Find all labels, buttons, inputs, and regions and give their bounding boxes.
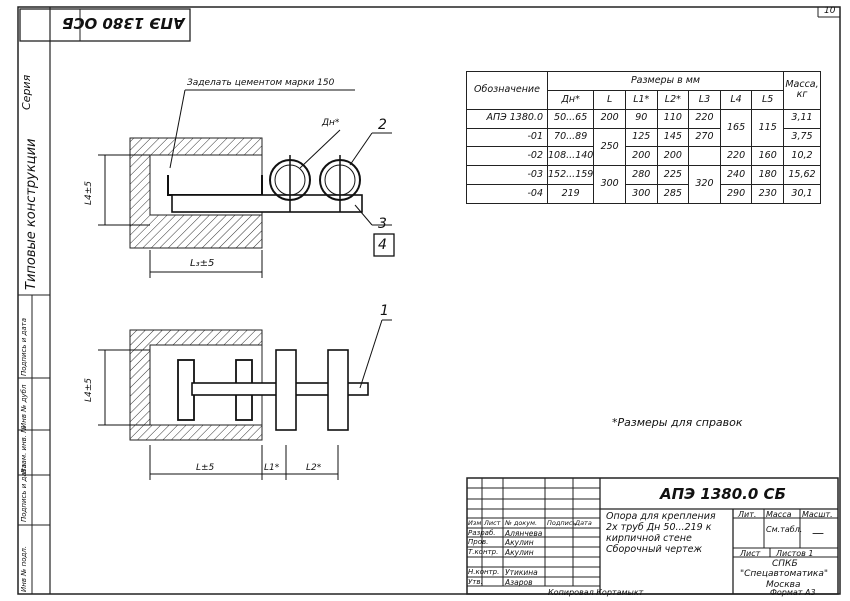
role-razrab: Разраб. <box>468 529 496 537</box>
callout-3: 3 <box>378 216 387 232</box>
org-line-2: "Спецавтоматика" <box>740 569 829 579</box>
dim-l: L±5 <box>196 463 215 473</box>
hdr-doc: № докум. <box>505 519 538 527</box>
role-nkontr: Н.контр. <box>468 568 500 576</box>
title-line-4: Сборочный чертеж <box>606 544 703 555</box>
col-mass: Масса, кг <box>783 71 821 110</box>
dimensions-table: Обозначение Размеры в мм Масса, кг Дн* L… <box>466 71 821 204</box>
name-nkontr: Утикина <box>505 568 538 577</box>
mass-value: См.табл. <box>766 525 803 534</box>
col-lit: Лит. <box>738 510 757 519</box>
typical-label: Типовые конструкции <box>24 138 39 290</box>
sheet-label: Лист <box>740 549 761 558</box>
col-l: L <box>593 89 626 110</box>
col-mass-tb: Масса <box>766 510 792 519</box>
name-razrab: Алянчева <box>505 529 543 538</box>
title-line-1: Опора для крепления <box>606 511 716 522</box>
callout-2: 2 <box>378 117 387 133</box>
hdr-list: Лист <box>484 519 501 527</box>
callout-4: 4 <box>378 237 387 253</box>
col-dn: Дн* <box>546 89 595 110</box>
title-line-3: кирпичной стене <box>606 533 692 544</box>
table-row: -01 70...89 250 125 145 270 3,75 <box>466 127 821 167</box>
group-header: Размеры в мм <box>547 71 784 91</box>
title-block-grid <box>466 477 839 595</box>
sheets-label: Листов 1 <box>776 549 814 558</box>
replace-inv-label: Взам. инв. № <box>20 425 28 473</box>
title-line-2: 2х труб Дн 50...219 к <box>606 522 712 533</box>
name-utv: Азаров <box>505 578 533 587</box>
note-cement: Заделать цементом марки 150 <box>187 78 335 88</box>
table-row: -03 152...159 300 280 225 320 240 180 15… <box>466 165 821 204</box>
dim-l1: L1* <box>264 463 280 473</box>
col-l4: L4 <box>719 89 753 110</box>
sheet-number: 10 <box>824 6 836 16</box>
hdr-date: Дата <box>575 519 592 527</box>
col-l2: L2* <box>656 89 690 110</box>
col-l5: L5 <box>751 89 784 110</box>
note-reference: *Размеры для справок <box>612 416 743 429</box>
inv-dubl-label: Инв № дубл <box>20 384 28 428</box>
hdr-izm: Изм <box>468 519 482 527</box>
inv-orig-label: Инв № подл. <box>20 545 28 592</box>
doc-code: АПЭ 1380.0 СБ <box>660 485 786 503</box>
dim-l2: L2* <box>306 463 322 473</box>
label-dn: Дн* <box>322 118 340 128</box>
table-row: -04 219 300 285 290 230 30,1 <box>466 184 821 204</box>
role-tkontr: Т.контр. <box>468 548 499 556</box>
name-prov: Акулин <box>505 538 534 547</box>
hdr-sign: Подпись <box>547 519 577 527</box>
col-l1: L1* <box>624 89 658 110</box>
series-label: Серия <box>20 74 33 110</box>
col-l3: L3 <box>688 89 721 110</box>
format-label: Формат А3 <box>770 588 816 597</box>
org-line-3: Москва <box>766 580 801 590</box>
scale-value: — <box>812 526 824 540</box>
role-prov: Пров. <box>468 538 489 546</box>
org-line-1: СПКБ <box>772 559 798 569</box>
dim-l4-top: L4±5 <box>84 180 94 205</box>
name-tkontr: Акулин <box>505 548 534 557</box>
table-row: -02 108...140 200 200 220 160 10,2 <box>466 146 821 167</box>
bottom-view <box>98 319 392 480</box>
table-row: АПЭ 1380.0 50...65 200 90 110 220 165 11… <box>466 108 821 148</box>
stamp-code: АПЭ 1380 ОСБ <box>62 14 185 32</box>
copied-by: Копировал Кортамыкт <box>548 588 644 597</box>
sign-date2-label: Подпись и дата <box>20 318 28 376</box>
col-scale: Масшт. <box>802 510 833 519</box>
col-designation: Обозначение <box>466 71 548 110</box>
callout-1: 1 <box>380 303 389 319</box>
dim-l3: L₃±5 <box>190 258 215 269</box>
dim-l4-bottom: L4±5 <box>84 377 94 402</box>
top-view <box>98 89 395 278</box>
role-utv: Утв. <box>468 578 483 586</box>
